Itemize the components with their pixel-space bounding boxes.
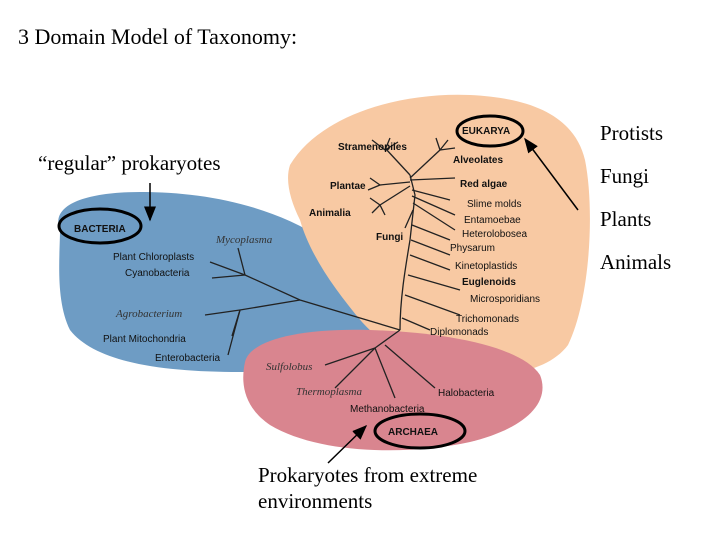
agrobacterium-label: Agrobacterium [115, 308, 182, 320]
entamoebae-label: Entamoebae [464, 215, 521, 226]
eukarya-region [288, 94, 590, 375]
slime-molds-label: Slime molds [467, 199, 521, 210]
kingdom-fungi: Fungi [600, 164, 650, 188]
diplomonads-label: Diplomonads [430, 327, 488, 338]
extreme-note-line-1: Prokaryotes from extreme [258, 463, 478, 487]
archaea-region [243, 329, 543, 451]
cyanobacteria-label: Cyanobacteria [125, 268, 190, 279]
eukarya-highlight-oval [455, 114, 525, 148]
halobacteria-label: Halobacteria [438, 388, 495, 399]
archaea-highlight-oval [373, 412, 467, 450]
trichomonads-label: Trichomonads [456, 314, 519, 325]
extreme-note-line-2: environments [258, 489, 373, 513]
regular-prokaryotes-note: “regular” prokaryotes [38, 151, 221, 175]
chloroplasts-label: Plant Chloroplasts [113, 252, 194, 263]
bacteria-highlight-oval [57, 207, 143, 245]
archaea-domain-label: ARCHAEA [388, 427, 438, 438]
fungi-label: Fungi [376, 232, 403, 243]
thermoplasma-label: Thermoplasma [296, 386, 363, 398]
mitochondria-label: Plant Mitochondria [103, 334, 186, 345]
trunk-branch [399, 174, 416, 331]
eukarya-arrow [524, 137, 579, 211]
enterobacteria-label: Enterobacteria [155, 353, 220, 364]
bacteria-region [58, 192, 374, 372]
animalia-label: Animalia [309, 208, 351, 219]
kingdom-protists: Protists [600, 121, 664, 145]
eukarya-branches [367, 137, 461, 331]
archaea-branches [324, 329, 436, 399]
extreme-prokaryotes-note: Prokaryotes from extreme environments [258, 462, 477, 514]
red-algae-label: Red algae [460, 179, 508, 190]
kinetoplastids-label: Kinetoplastids [455, 261, 517, 272]
kingdom-plants: Plants [600, 207, 652, 231]
alveolates-label: Alveolates [453, 155, 503, 166]
plantae-label: Plantae [330, 181, 366, 192]
microsporidians-label: Microsporidians [470, 294, 540, 305]
sulfolobus-label: Sulfolobus [266, 361, 312, 373]
bacteria-branches [204, 247, 401, 356]
eukarya-domain-label: EUKARYA [462, 126, 510, 137]
archaea-arrow [327, 424, 368, 464]
bacteria-domain-label: BACTERIA [74, 224, 126, 235]
methanobacteria-label: Methanobacteria [350, 404, 425, 415]
heterolobosea-label: Heterolobosea [462, 229, 527, 240]
kingdom-animals: Animals [600, 250, 672, 274]
mycoplasma-label: Mycoplasma [215, 234, 273, 246]
stramenopiles-label: Stramenopiles [338, 142, 407, 153]
slide-title: 3 Domain Model of Taxonomy: [18, 24, 298, 49]
euglenoids-label: Euglenoids [462, 277, 516, 288]
physarum-label: Physarum [450, 243, 495, 254]
